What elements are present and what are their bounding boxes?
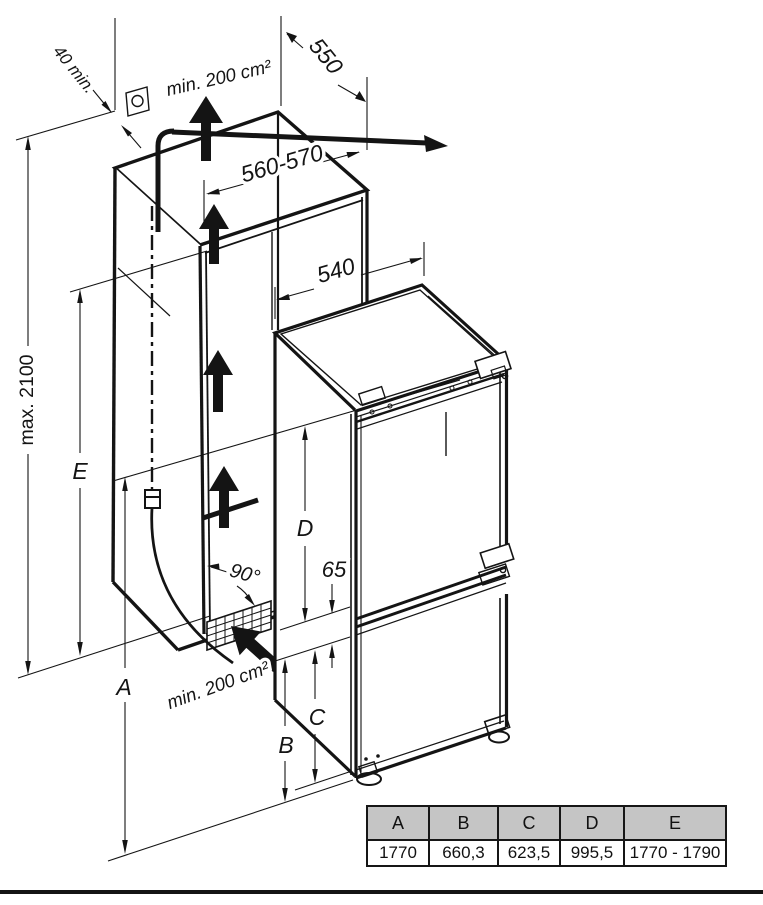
airflow-up-arrow-icon (209, 466, 239, 528)
dim-d-label: D (297, 515, 314, 541)
table-value-a: 1770 (366, 839, 430, 867)
table-header-a: A (366, 805, 430, 841)
dimension-e: E (69, 289, 92, 656)
dim-e-label: E (72, 458, 88, 484)
table-header-d: D (559, 805, 625, 841)
gap-65-label: 65 (322, 557, 347, 582)
door-angle-label: 90° (227, 559, 262, 588)
appliance-foot-icon (356, 760, 382, 786)
dimension-max-height: max. 2100 (13, 136, 42, 675)
footer-rule (0, 890, 763, 894)
dimension-depth: 550 (286, 29, 366, 102)
dim-b-label: B (278, 732, 293, 758)
airflow-up-arrow-icon (189, 96, 223, 161)
table-header-c: C (497, 805, 561, 841)
wall-clearance-label: 40 min. (49, 42, 99, 97)
door-hinge-icon (477, 542, 515, 586)
power-plug-icon (144, 489, 161, 509)
niche-outline (111, 110, 371, 652)
table-value-b: 660,3 (428, 839, 499, 867)
airflow-out-arrow-shaft (171, 129, 428, 146)
dim-a-label: A (114, 674, 131, 700)
table-header-e: E (623, 805, 727, 841)
power-cord (150, 507, 234, 665)
airflow-out-arrow-head (424, 135, 448, 152)
airflow-up-arrow-icon (203, 350, 233, 412)
dimension-c: C (305, 650, 329, 783)
vent-grille-icon (206, 599, 272, 652)
max-height-label: max. 2100 (16, 354, 38, 445)
air-channel-line (155, 128, 175, 232)
table-value-row: 1770 660,3 623,5 995,5 1770 - 1790 (366, 839, 727, 867)
power-outlet-icon (125, 86, 150, 117)
mains-cable (144, 206, 234, 665)
dimension-d: D (293, 426, 317, 622)
table-value-d: 995,5 (559, 839, 625, 867)
vent-area-bottom-label: min. 200 cm² (164, 656, 272, 713)
appliance-outline (271, 283, 515, 786)
dim-c-label: C (309, 704, 326, 730)
appliance-width-label: 540 (314, 252, 358, 288)
dimension-door-angle: 90° (207, 556, 266, 606)
depth-label: 550 (304, 33, 348, 79)
table-header-b: B (428, 805, 499, 841)
dimension-b: B (275, 659, 297, 802)
appliance-foot-icon (483, 713, 511, 744)
dimension-wall-clearance: 40 min. (46, 38, 142, 149)
airflow-up-arrow-icon (199, 204, 229, 264)
table-header-row: A B C D E (366, 805, 727, 841)
dimension-65: 65 (318, 554, 350, 668)
door-hinge-icon (473, 350, 513, 380)
vent-area-top-label: min. 200 cm² (164, 55, 274, 100)
table-value-c: 623,5 (497, 839, 561, 867)
airflow-arrows (155, 96, 448, 672)
airflow-in-arrow-icon (231, 626, 282, 672)
table-value-e: 1770 - 1790 (623, 839, 727, 867)
dimension-table: A B C D E 1770 660,3 623,5 995,5 1770 - … (366, 805, 727, 867)
door-split (355, 565, 507, 636)
appliance-top-level-line (202, 497, 259, 521)
